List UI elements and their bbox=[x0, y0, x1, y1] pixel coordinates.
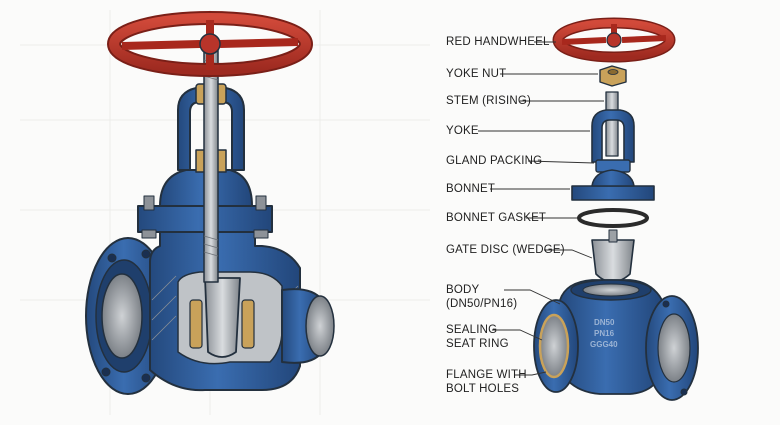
label-body-line1: BODY bbox=[446, 284, 480, 296]
label-stem-rising: STEM (RISING) bbox=[446, 95, 532, 107]
exploded-yoke-nut bbox=[599, 65, 627, 87]
label-seat-line1: SEALING bbox=[446, 324, 498, 336]
label-bonnet-gasket: BONNET GASKET bbox=[446, 212, 547, 224]
label-sealing-seat-ring: SEALING SEAT RING bbox=[446, 323, 509, 351]
bonnet-bolts bbox=[141, 195, 269, 239]
exploded-gasket bbox=[577, 208, 649, 228]
exploded-view: DN50 PN16 GGG40 bbox=[533, 17, 699, 401]
label-flange-line1: FLANGE WITH bbox=[446, 369, 527, 381]
label-yoke: YOKE bbox=[446, 125, 479, 137]
body-marking-line3: GGG40 bbox=[590, 340, 618, 349]
exploded-wedge-disc bbox=[591, 239, 635, 283]
label-yoke-nut: YOKE NUT bbox=[446, 68, 507, 80]
label-gate-disc-wedge: GATE DISC (WEDGE) bbox=[446, 244, 565, 256]
cutaway-handwheel bbox=[107, 11, 313, 77]
cutaway-wedge-disc bbox=[204, 277, 241, 358]
label-flange-line2: BOLT HOLES bbox=[446, 383, 520, 395]
exploded-handwheel bbox=[552, 17, 676, 63]
label-gland-packing: GLAND PACKING bbox=[446, 155, 543, 167]
cutaway-stem bbox=[203, 45, 219, 283]
label-body-line2: (DN50/PN16) bbox=[446, 298, 518, 310]
exploded-bonnet bbox=[571, 185, 655, 201]
body-marking-line1: DN50 bbox=[594, 318, 615, 327]
label-flange-bolt-holes: FLANGE WITH BOLT HOLES bbox=[446, 368, 527, 396]
cutaway-yoke bbox=[177, 87, 245, 171]
label-body: BODY (DN50/PN16) bbox=[446, 283, 517, 311]
exploded-left-flange bbox=[533, 299, 579, 393]
assembled-cutaway-valve bbox=[85, 11, 335, 395]
label-red-handwheel: RED HANDWHEEL bbox=[446, 36, 550, 48]
exploded-right-flange bbox=[645, 295, 699, 401]
exploded-stem bbox=[605, 91, 619, 157]
body-cast-marking: DN50 PN16 GGG40 bbox=[590, 318, 618, 349]
label-seat-line2: SEAT RING bbox=[446, 338, 509, 350]
leader-lines bbox=[478, 41, 604, 376]
label-bonnet: BONNET bbox=[446, 183, 496, 195]
body-marking-line2: PN16 bbox=[594, 329, 615, 338]
